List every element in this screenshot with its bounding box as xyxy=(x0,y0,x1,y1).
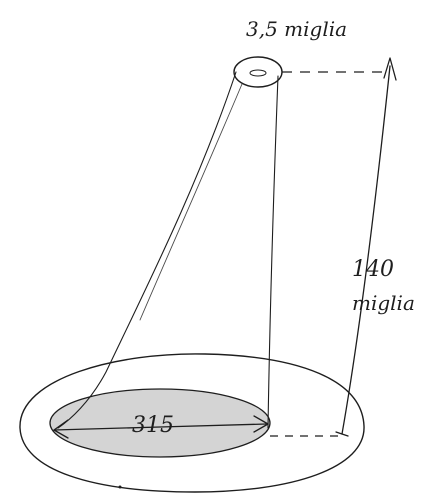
cone-left-line xyxy=(57,71,237,429)
height-arrow-top-head xyxy=(383,57,397,81)
top-size-label: 3,5 miglia xyxy=(246,17,347,41)
base-width-arrow-line xyxy=(53,423,267,431)
stray-dot xyxy=(118,485,122,489)
base-ellipse-shaded xyxy=(49,388,271,458)
height-arrow-bottom-tick xyxy=(335,431,349,437)
base-width-arrow-right-head xyxy=(253,415,269,433)
base-width-arrow-left-head xyxy=(53,419,69,439)
outer-ellipse xyxy=(19,353,365,493)
height-unit-label: miglia xyxy=(352,291,415,315)
top-ellipse xyxy=(233,56,283,88)
top-ellipse-inner-mark xyxy=(249,69,267,77)
height-value-label: 140 xyxy=(352,257,394,282)
cone-right-line xyxy=(267,75,279,429)
cone-left-inner-line xyxy=(139,83,243,321)
base-width-label: 315 xyxy=(132,413,174,438)
height-arrow-line xyxy=(341,65,391,435)
